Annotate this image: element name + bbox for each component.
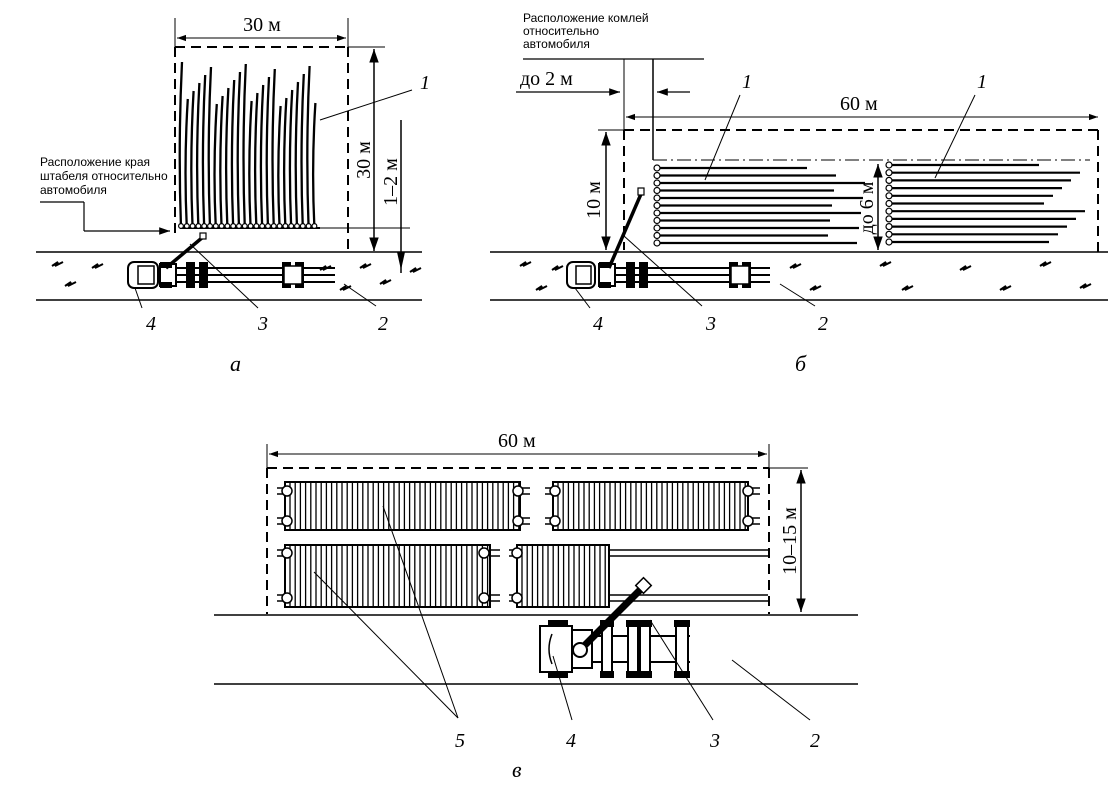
panel-a-height-label: 30 м xyxy=(353,141,375,179)
panel-a-caption: а xyxy=(230,351,241,376)
panel-a-note-line2: штабеля относительно xyxy=(40,169,168,183)
panel-v: 60 м 10–15 м xyxy=(214,430,858,782)
panel-b: Расположение комлей относительно автомоб… xyxy=(490,11,1108,376)
panel-v-height-dimension: 10–15 м xyxy=(769,467,808,612)
panel-b-caption: б xyxy=(795,351,807,376)
panel-b-horizontal-stack-left xyxy=(653,164,865,247)
panel-b-height-label: 10 м xyxy=(583,181,605,219)
panel-b-width-dimension: 60 м xyxy=(626,93,1098,121)
panel-v-label-road: 2 xyxy=(810,730,820,752)
panel-b-stack-dimension: до 6 м xyxy=(856,164,883,250)
panel-b-label-road: 2 xyxy=(818,313,828,335)
panel-a: 30 м 30 м 1–2 м 1 Расположение края штаб… xyxy=(36,14,430,376)
panel-v-crane xyxy=(572,576,653,658)
panel-a-boundary xyxy=(174,46,349,252)
panel-b-note-line2: относительно xyxy=(523,24,599,38)
panel-a-note-line3: автомобиля xyxy=(40,183,107,197)
panel-b-horizontal-stack-right xyxy=(885,161,1085,246)
panel-v-road xyxy=(214,614,858,685)
panel-a-label-stack: 1 xyxy=(420,72,430,94)
panel-a-width-dimension: 30 м xyxy=(174,14,349,48)
panel-v-stacks-on-pads xyxy=(277,481,768,608)
panel-v-label-stacks: 5 xyxy=(455,730,465,752)
panel-b-offset-label: до 2 м xyxy=(520,68,573,90)
panel-v-truck xyxy=(539,620,690,678)
panel-a-note-line1: Расположение края xyxy=(40,155,150,169)
panel-a-note: Расположение края штабеля относительно а… xyxy=(40,155,170,235)
panel-a-truck xyxy=(127,261,335,289)
panel-v-caption: в xyxy=(512,757,522,782)
panel-v-boundary xyxy=(266,467,770,614)
panel-b-note-line3: автомобиля xyxy=(523,37,590,51)
panel-b-label-crane: 3 xyxy=(705,313,716,335)
panel-b-height-dimension: 10 м xyxy=(583,129,624,250)
panel-b-truck xyxy=(566,261,770,289)
panel-b-note-line1: Расположение комлей xyxy=(523,11,649,25)
panel-a-label-truck: 4 xyxy=(146,313,156,335)
panel-b-stack-label: до 6 м xyxy=(856,181,878,234)
panel-v-height-label: 10–15 м xyxy=(779,507,801,575)
panel-a-label-crane: 3 xyxy=(257,313,268,335)
panel-a-crane xyxy=(164,232,207,270)
panel-a-label-road: 2 xyxy=(378,313,388,335)
panel-a-height-dimension: 30 м 1–2 м xyxy=(320,46,410,273)
panel-b-label-truck: 4 xyxy=(593,313,603,335)
panel-a-vertical-stack xyxy=(178,61,320,230)
panel-a-width-label: 30 м xyxy=(243,14,281,36)
panel-a-gap-label: 1–2 м xyxy=(380,158,402,206)
panel-b-note: Расположение комлей относительно автомоб… xyxy=(523,11,704,60)
panel-v-width-label: 60 м xyxy=(498,430,536,452)
panel-b-label-stack-right: 1 xyxy=(977,71,987,93)
panel-v-width-dimension: 60 м xyxy=(266,430,770,470)
panel-b-width-label: 60 м xyxy=(840,93,878,115)
panel-b-road xyxy=(490,251,1108,301)
panel-v-label-crane: 3 xyxy=(709,730,720,752)
panel-b-crane xyxy=(607,187,645,269)
panel-v-label-truck: 4 xyxy=(566,730,576,752)
panel-b-offset-dimension: до 2 м xyxy=(516,59,690,160)
panel-b-label-stack-left: 1 xyxy=(742,71,752,93)
